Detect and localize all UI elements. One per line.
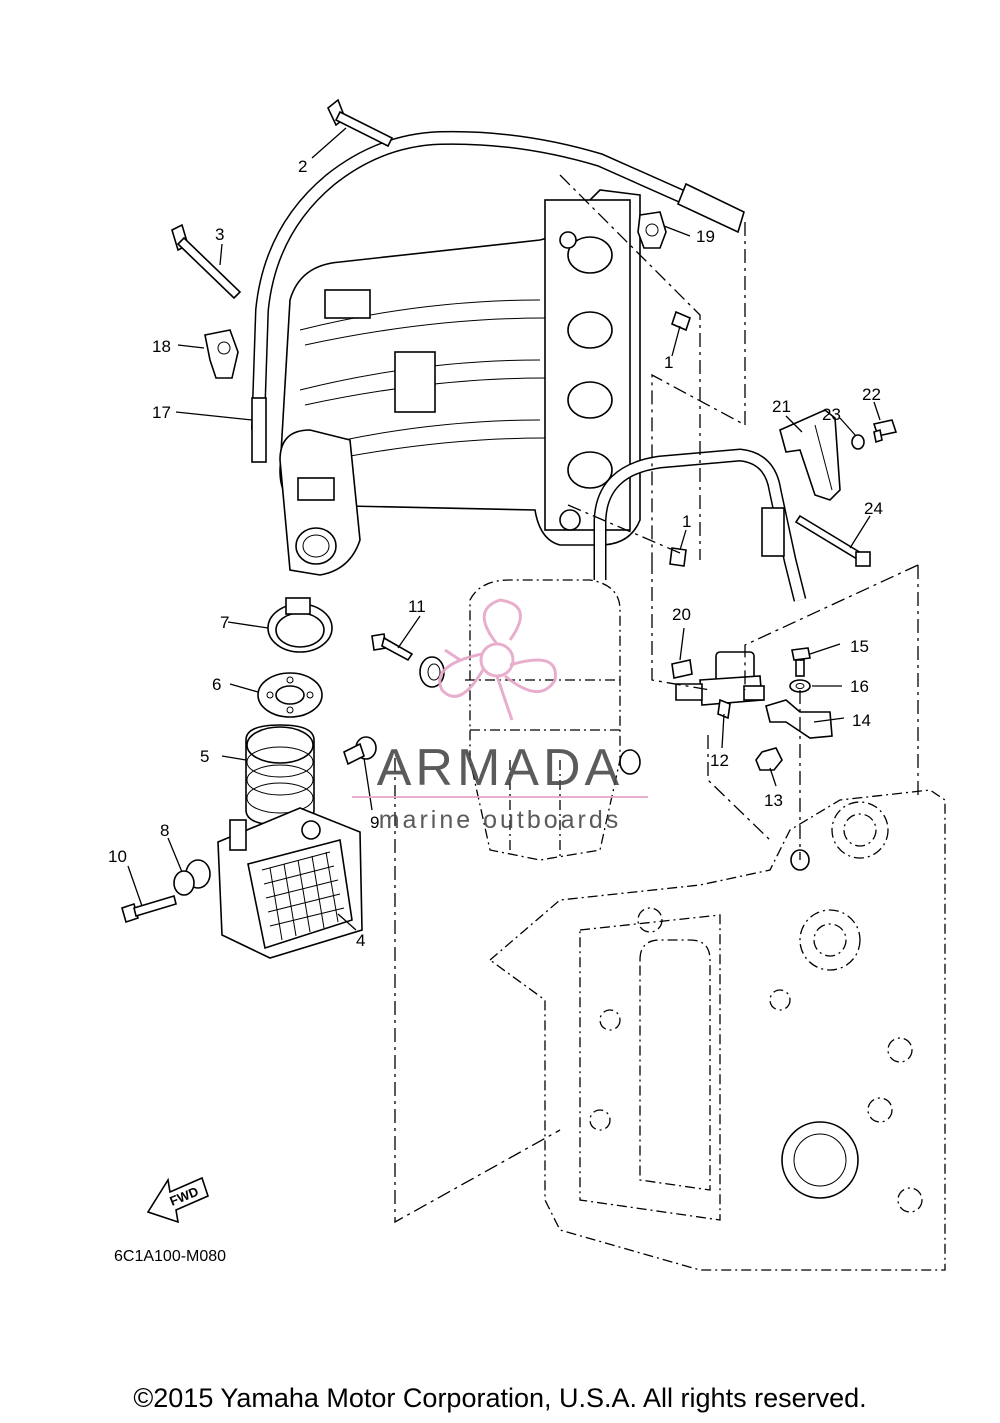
armada-logo-icon <box>438 598 557 721</box>
bracket-14 <box>765 699 833 739</box>
callout-8: 8 <box>160 821 169 840</box>
fwd-arrow-icon: FWD <box>146 1176 209 1224</box>
callout-20: 20 <box>672 605 691 624</box>
washer-23 <box>851 434 865 450</box>
leader-lines <box>127 127 881 931</box>
main-hose <box>251 130 745 463</box>
watermark-tagline: marine outboards <box>379 806 622 834</box>
pin-lower <box>669 547 687 567</box>
hose-clamp-7 <box>267 597 333 653</box>
callout-13: 13 <box>764 791 783 810</box>
bolt-2 <box>327 98 394 148</box>
callout-18: 18 <box>152 337 171 356</box>
callout-11: 11 <box>408 597 426 616</box>
cylinder-block <box>488 789 946 1271</box>
bolt-11 <box>371 633 445 688</box>
bolt-22 <box>872 419 898 444</box>
callout-2: 2 <box>298 157 307 176</box>
copyright-notice: ©2015 Yamaha Motor Corporation, U.S.A. A… <box>133 1383 866 1413</box>
callout-4: 4 <box>356 931 365 950</box>
callout-6: 6 <box>212 675 221 694</box>
callouts: 1 1 2 3 4 5 6 7 8 9 10 11 12 13 14 15 16… <box>108 157 883 950</box>
cable-tie-24 <box>794 514 871 567</box>
clip-20 <box>671 659 693 679</box>
bolt-10 <box>121 894 177 924</box>
callout-19: 19 <box>696 227 715 246</box>
joint-5 <box>245 724 315 826</box>
callout-23: 23 <box>822 405 841 424</box>
callout-16: 16 <box>850 677 869 696</box>
callout-21: 21 <box>772 397 791 416</box>
assembly-lines <box>394 174 919 1224</box>
callout-14: 14 <box>852 711 871 730</box>
callout-17: 17 <box>152 403 171 422</box>
cover-21 <box>779 409 841 501</box>
intake-manifold <box>279 189 641 576</box>
fuel-hose <box>593 448 807 602</box>
callout-3: 3 <box>215 225 224 244</box>
callout-10: 10 <box>108 847 127 866</box>
nut-13 <box>755 747 783 771</box>
watermark-brand: ARMADA <box>377 739 623 797</box>
watermark: ARMADA marine outboards <box>352 598 648 834</box>
bolt-3 <box>171 223 242 300</box>
grommet-8 <box>173 859 211 896</box>
callout-24: 24 <box>864 499 883 518</box>
silencer-4 <box>217 807 363 959</box>
callout-22: 22 <box>862 385 881 404</box>
clamp-19 <box>637 211 667 249</box>
callout-12: 12 <box>710 751 729 770</box>
callout-9: 9 <box>370 813 379 832</box>
collar-9 <box>343 736 377 766</box>
callout-1-upper: 1 <box>664 353 673 372</box>
bolt-15 <box>791 647 811 677</box>
callout-15: 15 <box>850 637 869 656</box>
callout-1-lower: 1 <box>682 512 691 531</box>
vapor-separator <box>465 579 641 861</box>
callout-7: 7 <box>220 613 229 632</box>
plate-6 <box>257 672 323 718</box>
callout-5: 5 <box>200 747 209 766</box>
drawing-code: 6C1A100-M080 <box>114 1248 226 1265</box>
pin-upper <box>671 310 691 332</box>
clamp-18 <box>204 329 239 379</box>
